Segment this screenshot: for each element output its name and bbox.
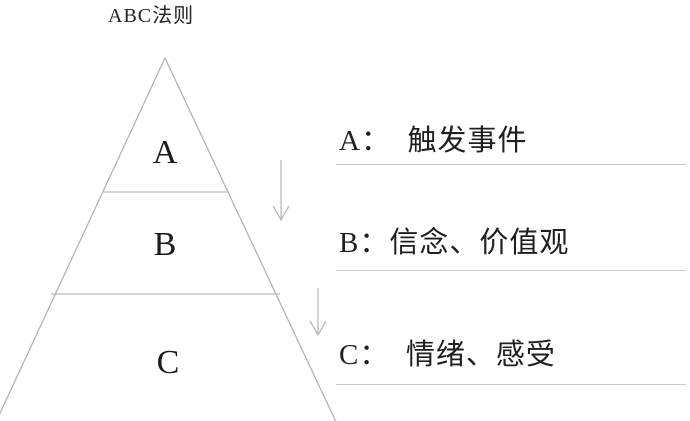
legend-row-c: C： 情绪、感受: [336, 338, 686, 386]
arrow-b-to-c-icon: [309, 288, 327, 337]
legend-underline-a: [336, 164, 686, 166]
legend-label-a: 触发事件: [407, 125, 528, 157]
page-title: ABC法则: [108, 5, 195, 27]
legend-row-a: A： 触发事件: [336, 124, 686, 166]
pyramid-tier-letter-a: A: [152, 134, 178, 171]
pyramid-right-edge: [164, 57, 337, 421]
pyramid-tier-letter-c: C: [156, 344, 180, 381]
legend-key-a: A：: [339, 125, 391, 157]
legend-text-c: C： 情绪、感受: [336, 338, 686, 372]
legend-label-c: 情绪、感受: [405, 339, 556, 371]
arrow-a-to-b-icon: [272, 160, 290, 222]
legend-text-a: A： 触发事件: [336, 124, 686, 158]
pyramid-left-edge: [0, 57, 166, 415]
legend-key-b: B：: [339, 227, 390, 259]
legend-label-b: 信念、价值观: [389, 227, 570, 259]
pyramid-tier-letter-b: B: [153, 226, 177, 263]
legend-underline-b: [336, 270, 686, 272]
legend-key-c: C：: [339, 339, 390, 371]
legend-row-b: B：信念、价值观: [336, 226, 686, 272]
legend-text-b: B：信念、价值观: [336, 226, 686, 260]
legend-underline-c: [336, 384, 686, 386]
